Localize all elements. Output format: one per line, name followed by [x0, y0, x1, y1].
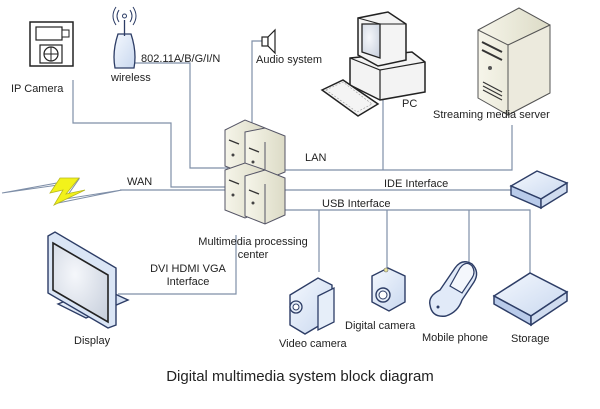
audio-link [251, 40, 264, 125]
ip-camera-label: IP Camera [11, 83, 64, 95]
lan-link [285, 125, 513, 171]
wireless-standard-label: 802.11A/B/G/I/N [141, 53, 221, 65]
video-camera-label: Video camera [279, 338, 347, 350]
storage-label: Storage [511, 333, 550, 345]
usb-interface-label: USB Interface [322, 198, 391, 210]
audio-system-label: Audio system [256, 54, 323, 66]
mobile-phone-label: Mobile phone [422, 332, 489, 344]
display-link [118, 235, 237, 295]
lan-label: LAN [305, 152, 327, 164]
processing-center-label-1: Multimedia processing [198, 236, 308, 248]
ip-camera-link [72, 80, 228, 188]
processing-center-label-2: center [237, 249, 269, 261]
server-tower-icon[interactable] [477, 7, 551, 116]
pc-label: PC [402, 98, 418, 110]
mobile-phone-icon[interactable] [429, 261, 478, 317]
desktop-pc-icon[interactable] [320, 11, 426, 117]
video-camera-icon[interactable] [289, 277, 335, 335]
streaming-server-label: Streaming media server [433, 109, 550, 121]
wireless-router-icon[interactable] [112, 6, 137, 69]
wireless-label: wireless [111, 72, 151, 84]
hard-drive-icon[interactable] [509, 170, 569, 210]
wan-label: WAN [127, 176, 153, 188]
lightning-icon [1, 177, 123, 206]
usb-link [285, 209, 531, 275]
ip-camera-icon[interactable] [29, 21, 74, 67]
server-stack-icon[interactable] [224, 119, 286, 225]
display-interface-label-2: Interface [166, 276, 210, 288]
connection-lines [72, 40, 531, 295]
monitor-icon[interactable] [47, 231, 130, 329]
diagram-title: Digital multimedia system block diagram [166, 368, 434, 385]
digital-camera-label: Digital camera [345, 320, 416, 332]
ide-interface-label: IDE Interface [384, 178, 449, 190]
speaker-icon[interactable] [261, 28, 276, 55]
wireless-link [128, 62, 228, 169]
display-label: Display [74, 335, 111, 347]
digital-camera-icon[interactable] [371, 267, 406, 312]
storage-device-icon[interactable] [492, 272, 569, 327]
display-interface-label-1: DVI HDMI VGA [150, 263, 226, 275]
